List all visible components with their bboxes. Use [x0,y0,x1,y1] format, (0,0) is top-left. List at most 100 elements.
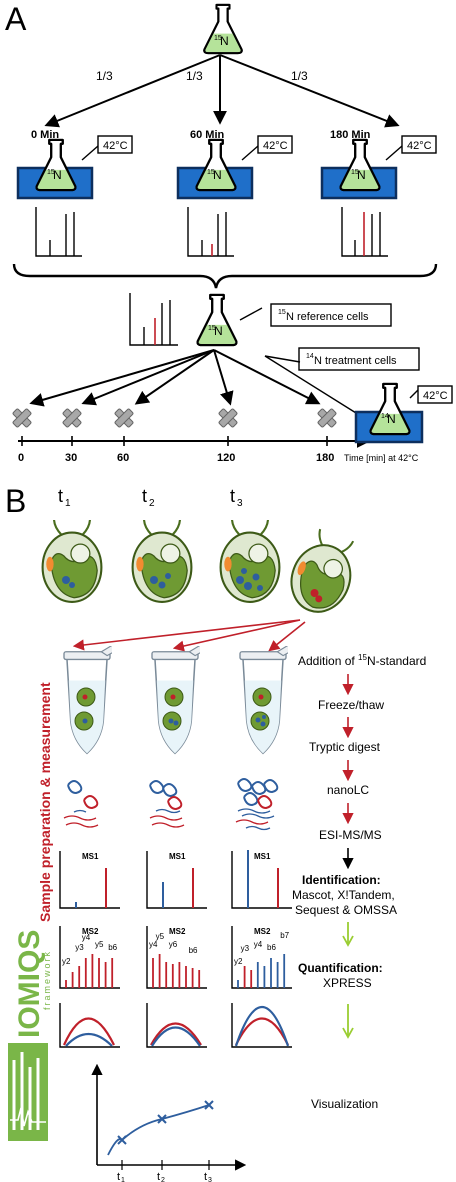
tc-tick-2-sub: 2 [161,1177,165,1182]
peptides-3-icon [235,808,275,831]
temp-label: 42°C [103,140,128,152]
x-marker-icon [218,408,238,428]
x-marker-icon [62,408,82,428]
temp-label: 42°C [263,140,288,152]
timecourse-chart: t 1 t 2 t 3 [91,1063,247,1182]
tube-2-icon [151,646,200,755]
timeline-tick-0: 0 [18,452,24,464]
reference-cells-box [270,303,392,327]
step-ident-title: Identification: [302,873,381,887]
step-visual: Visualization [311,1097,378,1111]
merge-brace [12,263,438,289]
treatment-flask-isotope: 14 [381,413,389,420]
timeline-label: Time [min] at 42°C [344,453,419,463]
step-freeze: Freeze/thaw [318,698,384,712]
ms1-chart-2: MS1 [146,851,207,909]
flask-icon [195,138,237,192]
ms2-ion-label: y2 [234,957,243,966]
fan-arrow-30 [81,349,215,406]
treatment-temp-box [417,385,453,404]
bath-group-60: 15 N 42°C [176,135,293,200]
temp-box [401,135,437,154]
fan-arrow-0 [29,349,215,407]
cell-t1-icon [41,520,103,603]
tc-marker-icon [117,1135,127,1145]
step-addition-suffix: N-standard [367,654,426,668]
xic-chart-3 [231,1003,292,1048]
split-arrow-right [219,54,400,128]
step-addition-prefix: Addition of [298,654,358,668]
ms1-chart-1: MS1 [59,851,120,909]
ms1-title: MS1 [169,852,186,861]
proteins-1-icon [67,780,99,810]
ms2-ion-label: y5 [156,932,165,941]
iomiqs-logo: IOMIQS framework [8,930,52,1141]
treatment-bath-icon [354,410,424,444]
flask-n: N [357,168,366,182]
t1-sub: 1 [65,498,71,509]
spectrum-60 [187,207,234,257]
treatment-flask-icon [369,382,411,436]
proteins-3-icon [237,778,279,810]
tc-marker-icon [157,1114,167,1124]
ms2-ion-label: b6 [267,943,276,952]
treatment-cells-box [298,347,420,371]
x-marker-icon [12,408,32,428]
step-tryptic: Tryptic digest [309,740,381,754]
ms2-ion-label: y3 [75,943,84,952]
side-label: Sample preparation & measurement [37,682,53,922]
t2-label: t [142,486,147,506]
treatment-cells-sup: 14 [306,353,314,360]
ms2-ion-label: b6 [108,943,117,952]
fraction-mid: 1/3 [186,69,203,83]
ms2-ion-label: y5 [95,940,104,949]
sample-markers [12,408,337,428]
t2-sub: 2 [149,498,155,509]
proteins-2-icon [149,780,183,811]
logo-subtext: framework [42,950,52,1010]
step-quant-title: Quantification: [298,961,383,975]
tc-tick-2: t [157,1171,160,1182]
panel-b-label: B [5,483,26,519]
tube-3-icon [239,646,288,755]
ms2-title: MS2 [169,927,186,936]
reference-spectrum [129,293,178,346]
ms2-ion-label: y6 [169,940,178,949]
time-label-180: 180 Min [330,129,371,141]
logo-mark-icon [8,1043,48,1141]
peptides-2-icon [149,808,185,828]
t3-label: t [230,486,235,506]
xic-chart-2 [146,1003,207,1048]
standard-arrow-2 [172,619,301,652]
reference-flask-n: N [214,324,223,338]
tc-marker-icon [204,1100,214,1110]
spectrum-180 [341,207,388,257]
step-quant-line1: XPRESS [323,976,372,990]
standard-cell-icon [281,524,366,622]
tc-tick-1: t [117,1171,120,1182]
tube-1-icon [63,646,112,755]
ms1-title: MS1 [82,852,99,861]
t3-sub: 3 [237,498,243,509]
timeline-tick-180: 180 [316,452,334,464]
flask-n: N [53,168,62,182]
step-nanolc: nanoLC [327,783,369,797]
spectrum-0 [35,207,82,257]
treatment-temp-label: 42°C [423,390,448,402]
ms2-ion-label: b7 [280,931,289,940]
fraction-left: 1/3 [96,69,113,83]
step-ident-line1: Mascot, X!Tandem, [292,888,395,902]
treatment-cells-label: N treatment cells [314,355,397,367]
ms2-ion-label: y4 [82,933,91,942]
ms2-title: MS2 [254,927,271,936]
temp-box [97,135,133,154]
ms2-title: MS2 [82,927,99,936]
cell-t3-icon [219,520,281,603]
top-flask-isotope: 15 [214,35,222,42]
ms2-ion-label: y3 [241,944,250,953]
workflow: Addition of 15N-standard Freeze/thaw Try… [292,653,426,1111]
